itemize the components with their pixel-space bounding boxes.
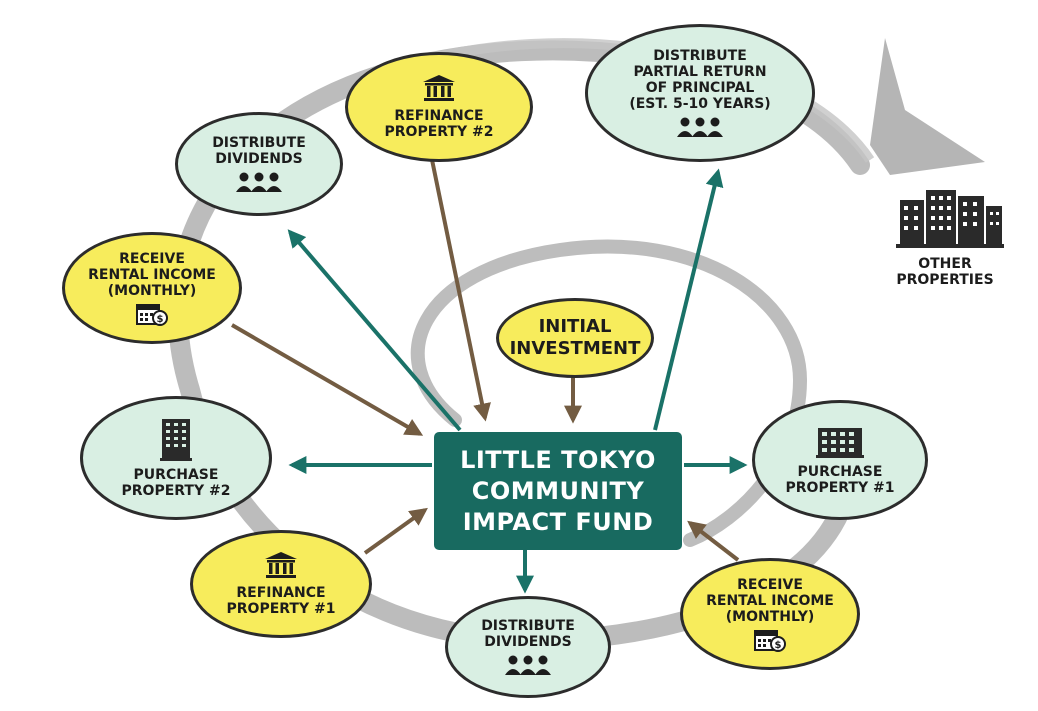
node-initial-investment: INITIAL INVESTMENT (496, 298, 654, 378)
bank-icon (423, 75, 455, 101)
rentright-line-1: RECEIVE (737, 576, 803, 593)
partial-line-1: DISTRIBUTE (653, 48, 747, 64)
arrow-from-rental-left (230, 323, 424, 436)
rentright-line-2: RENTAL INCOME (706, 592, 834, 609)
arrow-from-rental-right (687, 520, 740, 562)
other-line-1: OTHER (918, 256, 972, 272)
divbot-line-2: DIVIDENDS (484, 634, 572, 650)
other-properties-label: OTHER PROPERTIES (895, 256, 995, 288)
divtop-line-1: DISTRIBUTE (212, 135, 306, 151)
bank-icon (265, 552, 297, 578)
node-distribute-dividends-top: DISTRIBUTE DIVIDENDS (175, 112, 343, 216)
purchase1-line-2: PROPERTY #1 (785, 480, 895, 496)
node-purchase-property-1: PURCHASE PROPERTY #1 (752, 400, 928, 520)
calendar-dollar-icon: $ (136, 303, 168, 326)
arrow-to-partial-return (653, 168, 724, 431)
calendar-dollar-icon: $ (754, 629, 786, 652)
partial-line-4: (EST. 5-10 YEARS) (629, 96, 771, 112)
people-icon (505, 655, 551, 675)
node-purchase-property-2: PURCHASE PROPERTY #2 (80, 396, 272, 520)
purchase2-line-1: PURCHASE (133, 467, 219, 483)
node-receive-rental-income-left: RECEIVE RENTAL INCOME (MONTHLY) $ (62, 232, 242, 344)
rentleft-line-1: RECEIVE (119, 250, 185, 267)
city-buildings-icon (896, 190, 1004, 248)
partial-line-3: OF PRINCIPAL (645, 80, 755, 96)
center-line-3: IMPACT FUND (462, 507, 654, 536)
outer-cycle-ring (168, 40, 870, 651)
center-line-1: LITTLE TOKYO (460, 445, 656, 474)
svg-text:$: $ (775, 640, 782, 651)
arrow-to-dividends-top (287, 229, 462, 432)
divtop-line-2: DIVIDENDS (215, 151, 303, 167)
people-icon (236, 172, 282, 192)
initial-line-1: INITIAL (538, 316, 612, 337)
refinance1-line-1: REFINANCE (236, 585, 326, 601)
other-line-2: PROPERTIES (896, 272, 994, 288)
building-icon (160, 419, 192, 461)
rentright-line-3: (MONTHLY) (725, 608, 815, 625)
refinance2-line-1: REFINANCE (394, 108, 484, 124)
rentleft-line-3: (MONTHLY) (107, 282, 197, 299)
node-refinance-property-1: REFINANCE PROPERTY #1 (190, 530, 372, 638)
svg-text:$: $ (157, 314, 164, 325)
outer-cycle-arrowhead (870, 38, 985, 175)
arrow-from-refinance-2 (428, 149, 491, 422)
people-icon (677, 117, 723, 137)
rentleft-line-2: RENTAL INCOME (88, 266, 216, 283)
refinance1-line-2: PROPERTY #1 (226, 601, 336, 617)
building-icon (816, 428, 864, 458)
node-distribute-dividends-bottom: DISTRIBUTE DIVIDENDS (445, 596, 611, 698)
purchase1-line-1: PURCHASE (797, 464, 883, 480)
refinance2-line-2: PROPERTY #2 (384, 124, 494, 140)
partial-line-2: PARTIAL RETURN (633, 64, 767, 80)
initial-line-2: INVESTMENT (509, 338, 641, 359)
center-line-2: COMMUNITY (471, 476, 645, 505)
divbot-line-1: DISTRIBUTE (481, 618, 575, 634)
arrow-from-refinance-1 (363, 507, 428, 555)
node-distribute-partial-return: DISTRIBUTE PARTIAL RETURN OF PRINCIPAL (… (585, 24, 815, 162)
purchase2-line-2: PROPERTY #2 (121, 483, 231, 499)
node-refinance-property-2: REFINANCE PROPERTY #2 (345, 52, 533, 162)
node-receive-rental-income-right: RECEIVE RENTAL INCOME (MONTHLY) $ (680, 558, 860, 670)
center-fund-box: LITTLE TOKYO COMMUNITY IMPACT FUND (434, 432, 682, 550)
